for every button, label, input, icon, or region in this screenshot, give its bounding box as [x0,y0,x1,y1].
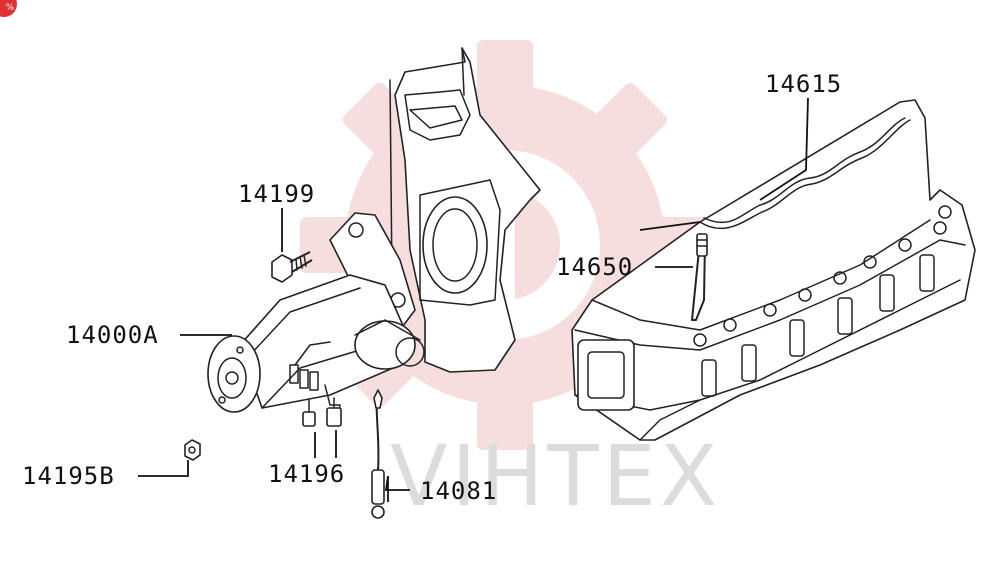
housing-plate [389,47,541,373]
part-labels: 14615 14199 14650 14000A 14195B 14196 14… [22,70,842,505]
part-14195B-nut [184,439,201,461]
leader-14615 [759,97,809,201]
cylinder-head [571,99,976,441]
part-14650-plug [691,233,708,321]
label-14199: 14199 [238,180,315,208]
leader-lines [138,97,809,502]
label-14196: 14196 [268,460,345,488]
label-14000A: 14000A [66,321,159,349]
part-14196-connectors [302,397,342,427]
label-14195B: 14195B [22,462,115,490]
label-14081: 14081 [420,477,497,505]
leader-14615b [639,221,701,231]
part-14000A-starter [207,212,425,421]
label-14650: 14650 [556,253,633,281]
leader-14195B [138,460,189,477]
watermark-text: VIHTEX [390,427,721,525]
part-14199-bolt [271,251,313,283]
corner-badge-text: % [5,3,14,13]
label-14615: 14615 [765,70,842,98]
part-14081-cable [371,389,385,519]
corner-badge: % [0,0,17,17]
